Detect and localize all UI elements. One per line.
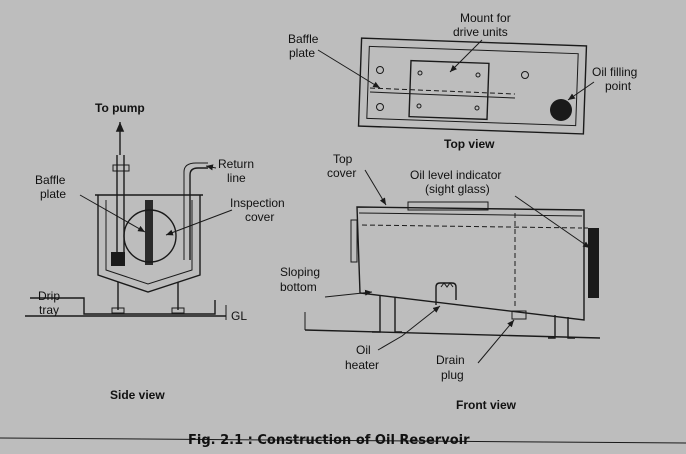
- leader-inspection: [165, 209, 233, 236]
- label-oil-level-1: Oil level indicator: [410, 168, 501, 182]
- leader-oil-heater: [377, 305, 441, 351]
- label-drip-tray-1: Drip: [38, 289, 60, 303]
- inspection-cover: [123, 209, 177, 263]
- side-foot-2: [171, 307, 185, 314]
- label-to-pump: To pump: [95, 101, 145, 115]
- front-support-left: [372, 295, 402, 333]
- side-view: To pump Return line Baffle plate Inspect…: [25, 101, 285, 402]
- bolt-hole-1: [376, 66, 384, 74]
- pump-pipe-flange: [112, 164, 130, 172]
- leader-baffle-top: [317, 49, 381, 89]
- leader-oil-level: [514, 195, 591, 249]
- front-tank-top-inner: [358, 212, 583, 217]
- label-mount-2: drive units: [453, 25, 508, 39]
- label-oil-heater-2: heater: [345, 358, 379, 372]
- top-baffle-line-1: [369, 87, 516, 95]
- label-oil-filling-1: Oil filling: [592, 65, 637, 79]
- suction-strainer: [111, 252, 125, 266]
- top-view: Baffle plate Mount for drive units Oil f…: [288, 11, 637, 151]
- label-baffle-plate-top-1: Baffle: [288, 32, 319, 46]
- top-baffle-line-2: [369, 91, 516, 99]
- label-baffle-plate-side-1: Baffle: [35, 173, 66, 187]
- label-gl: GL: [231, 309, 247, 323]
- leader-return: [205, 164, 217, 171]
- oil-heater: [435, 282, 457, 305]
- label-sloping-bottom-1: Sloping: [280, 265, 320, 279]
- mount-bolt-2: [475, 72, 481, 78]
- side-view-title: Side view: [110, 388, 165, 402]
- drip-tray: [30, 297, 216, 315]
- front-view: Top cover Oil level indicator (sight gla…: [280, 152, 601, 412]
- label-top-cover-2: cover: [327, 166, 356, 180]
- label-mount-1: Mount for: [460, 11, 511, 25]
- front-end-flange-left: [350, 219, 358, 263]
- front-top-cover: [407, 201, 489, 211]
- side-foot-1: [111, 307, 125, 314]
- return-pipe-inner: [183, 162, 208, 260]
- side-tank-outer: [97, 195, 201, 293]
- leader-oil-filling: [567, 81, 595, 101]
- top-view-outer-plate: [357, 37, 588, 135]
- side-tank-inner: [105, 200, 193, 285]
- top-view-title: Top view: [444, 137, 495, 151]
- return-pipe-outer: [189, 167, 208, 260]
- label-top-cover-1: Top: [333, 152, 353, 166]
- label-inspection-cover-1: Inspection: [230, 196, 285, 210]
- caption-rule: [0, 437, 686, 444]
- label-oil-level-2: (sight glass): [425, 182, 490, 196]
- heater-coil: [440, 282, 454, 288]
- label-inspection-cover-2: cover: [245, 210, 274, 224]
- oil-filling-cap: [550, 99, 572, 121]
- label-oil-heater-1: Oil: [356, 343, 371, 357]
- mount-bolt-1: [417, 70, 423, 76]
- mount-bolt-4: [474, 105, 480, 111]
- leader-top-cover: [364, 169, 387, 206]
- label-baffle-plate-top-2: plate: [289, 46, 315, 60]
- side-baffle-plate: [145, 200, 153, 265]
- label-drain-plug-2: plug: [441, 368, 464, 382]
- label-baffle-plate-side-2: plate: [40, 187, 66, 201]
- drain-plug: [511, 310, 527, 320]
- drive-mount-plate: [408, 59, 490, 121]
- label-return-line-2: line: [227, 171, 246, 185]
- leader-drain-plug: [477, 319, 515, 364]
- label-drain-plug-1: Drain: [436, 353, 465, 367]
- leader-sloping-bottom: [324, 289, 373, 298]
- leader-mount: [449, 39, 483, 73]
- bolt-hole-2: [376, 103, 384, 111]
- bolt-hole-3: [521, 71, 529, 79]
- label-drip-tray-2: tray: [39, 303, 59, 317]
- top-view-inner-plate: [366, 45, 579, 127]
- leader-baffle-side: [79, 194, 146, 233]
- front-tank-body: [356, 206, 585, 321]
- front-oil-level: [361, 224, 583, 229]
- figure-caption: Fig. 2.1 : Construction of Oil Reservoir: [188, 433, 470, 448]
- front-support-right: [548, 315, 575, 339]
- mount-bolt-3: [416, 103, 422, 109]
- front-view-title: Front view: [456, 398, 517, 412]
- sight-glass: [588, 228, 599, 298]
- label-return-line-1: Return: [218, 157, 254, 171]
- label-oil-filling-2: point: [605, 79, 632, 93]
- label-sloping-bottom-2: bottom: [280, 280, 317, 294]
- front-ground-line: [304, 329, 601, 339]
